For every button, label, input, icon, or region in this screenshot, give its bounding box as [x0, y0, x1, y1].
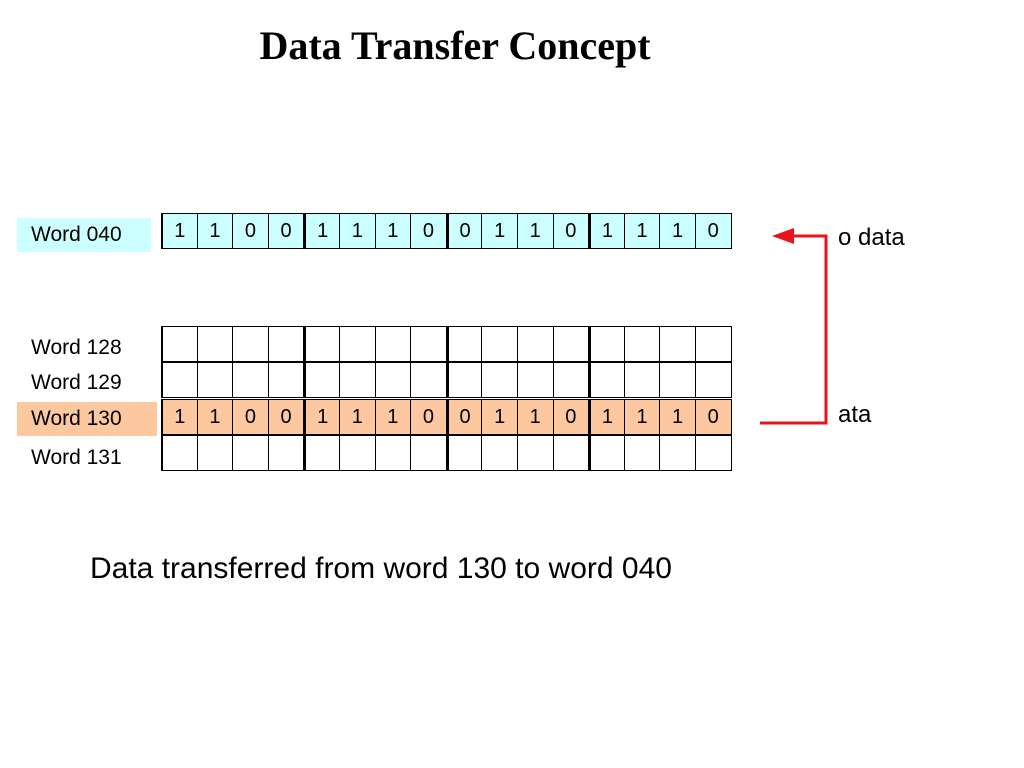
word-128-register	[161, 326, 732, 362]
word-040-bit-7: 0	[445, 213, 483, 249]
word-040-bit-3: 1	[588, 213, 625, 249]
word-040-label: Word 040	[17, 218, 151, 252]
word-130-bit-2: 1	[623, 399, 661, 435]
word-128-label: Word 128	[31, 336, 122, 359]
word-040-bit-4: 0	[552, 213, 590, 249]
word-040-bit-0: 0	[694, 213, 732, 249]
arrow-line	[760, 234, 828, 425]
source-arrow-label: ata	[838, 401, 872, 428]
word-131-register	[161, 435, 732, 471]
word-130-bit-3: 1	[588, 399, 625, 435]
word-130-bit-4: 0	[552, 399, 590, 435]
arrow-head	[772, 228, 794, 244]
word-130-bit-15: 1	[161, 399, 198, 435]
word-131-label: Word 131	[31, 446, 122, 469]
word-040-bit-8: 0	[410, 213, 447, 249]
word-130-bit-12: 0	[267, 399, 305, 435]
dest-arrow-label: o data	[838, 224, 905, 251]
word-130-bit-13: 0	[232, 399, 269, 435]
word-130-label: Word 130	[17, 402, 157, 436]
word-130-bit-5: 1	[516, 399, 554, 435]
word-040-bit-14: 1	[196, 213, 234, 249]
word-040-bit-9: 1	[374, 213, 412, 249]
word-129-bit-0	[694, 362, 732, 398]
word-040-bit-10: 1	[338, 213, 376, 249]
word-040-bit-5: 1	[516, 213, 554, 249]
word-130-bit-11: 1	[303, 399, 340, 435]
page-title: Data Transfer Concept	[259, 23, 651, 68]
word-040-bit-13: 0	[232, 213, 269, 249]
word-129-register	[161, 362, 732, 398]
word-130-bit-0: 0	[694, 399, 732, 435]
word-040-bit-11: 1	[303, 213, 340, 249]
word-130-bit-9: 1	[374, 399, 412, 435]
word-040-bit-6: 1	[481, 213, 518, 249]
word-040-bit-1: 1	[659, 213, 696, 249]
word-040-bit-12: 0	[267, 213, 305, 249]
word-040-bit-2: 1	[623, 213, 661, 249]
word-129-label: Word 129	[31, 371, 122, 394]
caption: Data transferred from word 130 to word 0…	[90, 552, 672, 585]
word-131-bit-0	[694, 435, 732, 471]
word-130-bit-14: 1	[196, 399, 234, 435]
word-128-bit-0	[694, 326, 732, 362]
